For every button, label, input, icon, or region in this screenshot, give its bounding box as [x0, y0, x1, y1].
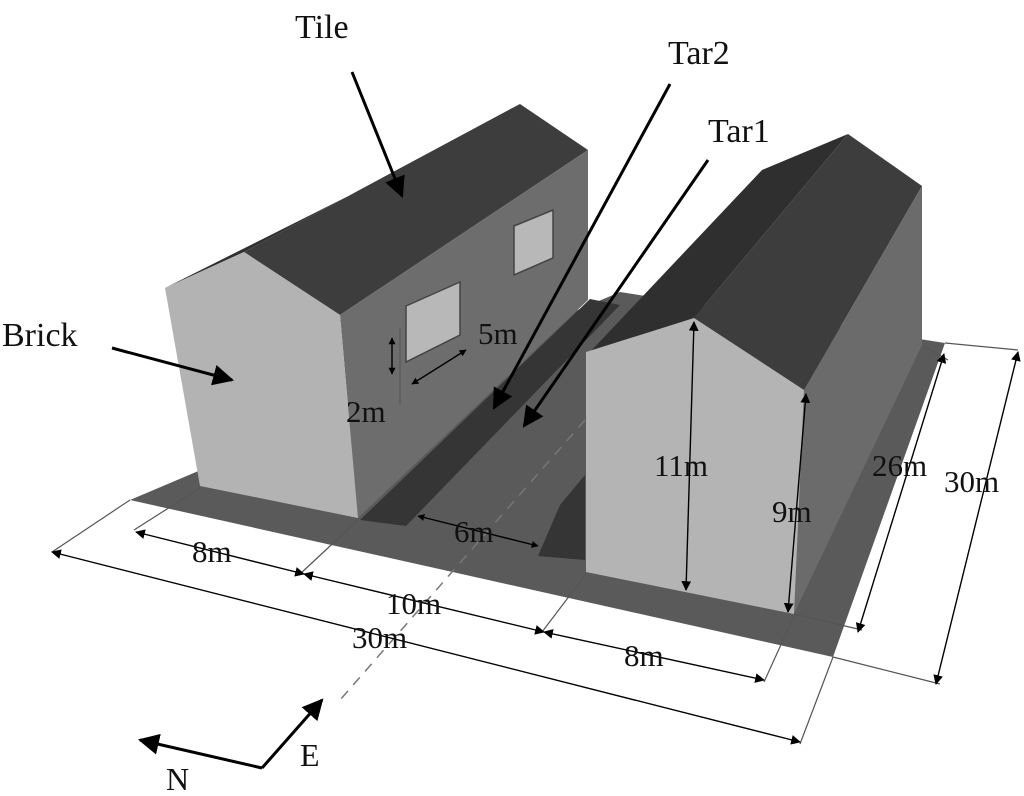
tile-leader-arrow — [350, 71, 405, 198]
east-arrow — [260, 698, 324, 769]
dim-arrow-total-depth — [933, 351, 1021, 685]
brick-leader-arrow — [111, 346, 235, 386]
tar2-label: Tar2 — [668, 35, 730, 72]
window-height-label: 2m — [346, 394, 386, 429]
dimension-arrows — [51, 321, 1021, 745]
tile-label: Tile — [295, 9, 349, 46]
dim-arrow-ridge-height — [681, 321, 699, 591]
east-label: E — [300, 737, 320, 773]
dim-arrow-center-gap — [417, 514, 539, 548]
window-width-label: 5m — [478, 316, 518, 351]
right-house-roof — [694, 134, 922, 390]
dim-arrow-left-house-width — [135, 529, 305, 577]
left-house-window-far — [513, 208, 554, 277]
right-house-roof-far — [590, 134, 848, 352]
left-house-width-label: 8m — [192, 534, 232, 569]
tar-strip-1 — [538, 475, 585, 560]
left-house-gable-wall — [165, 252, 358, 518]
total-depth-label: 30m — [944, 464, 999, 499]
leader-arrows — [111, 71, 710, 428]
house-length-label: 26m — [872, 448, 927, 483]
center-gap-label: 6m — [454, 514, 494, 549]
left-house-roof — [244, 104, 588, 315]
dim-arrow-eave-height — [783, 393, 811, 613]
eave-height-label: 9m — [772, 494, 812, 529]
street-width-label: 10m — [386, 586, 441, 621]
compass — [137, 698, 324, 770]
tar1-label: Tar1 — [708, 113, 770, 150]
left-house-window-near — [405, 280, 461, 364]
tar2-leader-arrow — [492, 83, 672, 410]
dim-arrow-total-length — [51, 549, 801, 745]
ridge-height-label: 11m — [654, 448, 708, 483]
tar-strip-2 — [360, 299, 620, 526]
right-house-width-label: 8m — [624, 638, 664, 673]
total-length-label: 30m — [352, 620, 407, 655]
tar1-leader-arrow — [522, 159, 710, 428]
north-arrow — [137, 733, 263, 770]
dim-arrow-street-width — [303, 571, 545, 635]
dim-arrow-right-house-width — [543, 629, 765, 683]
dim-arrow-house-length — [855, 353, 947, 633]
dim-arrow-window-width — [411, 349, 467, 385]
north-label: N — [166, 761, 189, 796]
brick-label: Brick — [2, 317, 78, 354]
